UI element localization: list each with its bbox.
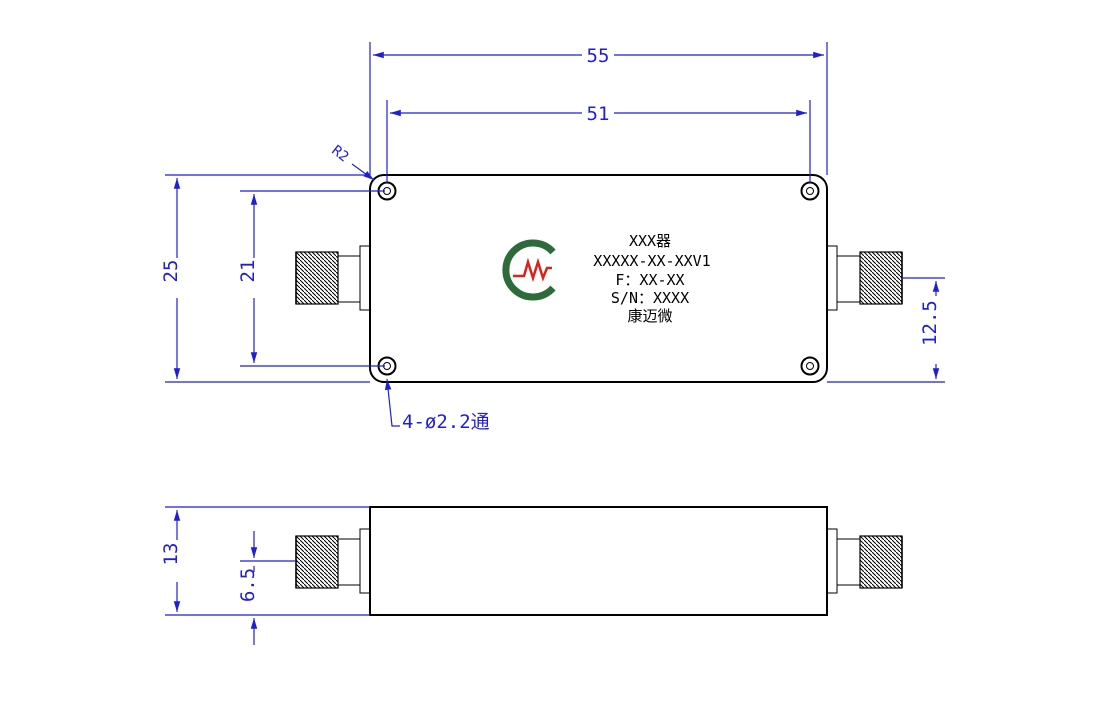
sma-connector-icon	[826, 245, 903, 311]
top-view: XXX器 XXXXX-XX-XXV1 F：XX-XX S/N：XXXX 康迈微	[295, 174, 903, 383]
mounting-holes	[377, 181, 820, 376]
side-view	[295, 506, 903, 616]
product-label: XXX器 XXXXX-XX-XXV1 F：XX-XX S/N：XXXX 康迈微	[593, 232, 710, 325]
label-brand: 康迈微	[627, 307, 672, 325]
label-frequency: F：XX-XX	[615, 271, 684, 289]
dimension-overall-width-value: 25	[160, 260, 182, 283]
dimension-overall-width: 25	[160, 174, 370, 383]
dimension-height: 13	[160, 506, 370, 616]
label-serial-number: S/N：XXXX	[611, 289, 689, 307]
top-view-body	[369, 174, 828, 383]
dimension-hole-spacing-width: 21	[237, 190, 385, 367]
sma-connector-icon	[826, 528, 903, 594]
dimension-overall-length-value: 55	[587, 45, 610, 67]
dimension-hole-spacing-length: 51	[386, 100, 811, 183]
sma-connector-icon	[295, 245, 371, 311]
sma-connector-icon	[295, 528, 371, 594]
side-view-body	[369, 506, 828, 616]
dimension-mounting-holes-value: 4-ø2.2通	[402, 411, 490, 433]
company-logo-icon	[502, 239, 556, 301]
dimension-hole-spacing-width-value: 21	[237, 260, 259, 283]
dimension-connector-offset-side-value: 6.5	[237, 568, 259, 602]
mounting-hole	[800, 356, 820, 376]
dimension-hole-spacing-length-value: 51	[587, 103, 610, 125]
label-part-number: XXXXX-XX-XXV1	[593, 252, 710, 270]
dimension-corner-radius: R2	[328, 143, 375, 181]
dimension-overall-length: 55	[369, 42, 828, 175]
dimension-corner-radius-value: R2	[328, 143, 351, 166]
dimension-height-value: 13	[160, 543, 182, 566]
dimension-mounting-holes: 4-ø2.2通	[384, 378, 490, 433]
mounting-hole	[800, 181, 820, 201]
dimension-connector-offset-top: 12.5	[827, 277, 945, 383]
label-product-type: XXX器	[629, 232, 671, 250]
dimension-connector-offset-top-value: 12.5	[919, 300, 941, 346]
dimension-connector-offset-side: 6.5	[237, 531, 296, 645]
